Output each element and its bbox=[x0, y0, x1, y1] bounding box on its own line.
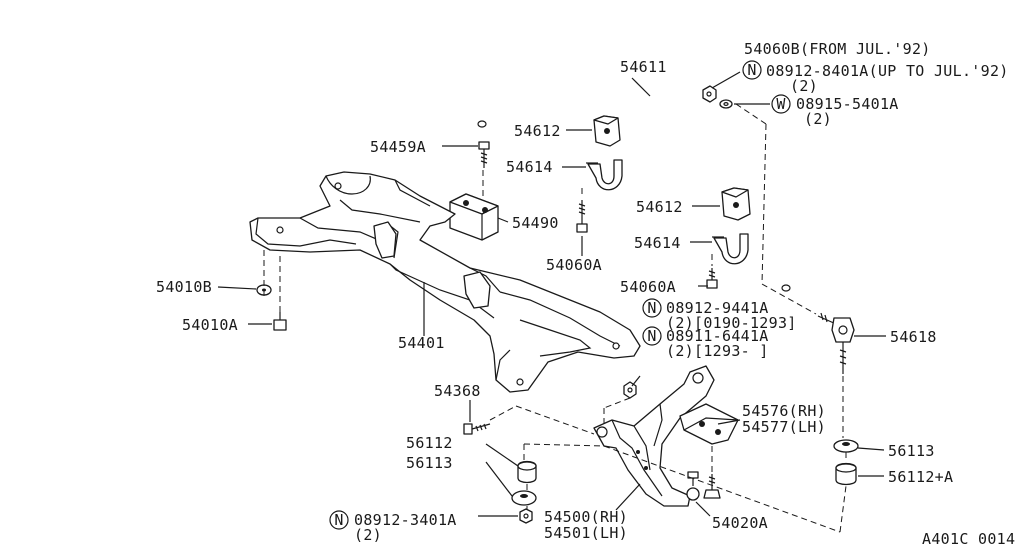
label-08915-5401A: 08915-5401A bbox=[796, 95, 899, 113]
nut-54060B bbox=[702, 85, 717, 103]
label-56113-right: 56113 bbox=[888, 442, 935, 460]
label-08915-5401A-qty: (2) bbox=[804, 110, 832, 128]
ball-joint-54020A bbox=[686, 471, 700, 501]
bolt-54020A bbox=[703, 474, 721, 499]
clamp-54614-lower bbox=[712, 233, 749, 265]
label-54577: 54577(LH) bbox=[742, 418, 826, 436]
label-54612-upper: 54612 bbox=[514, 122, 561, 140]
bolt-54060A-upper bbox=[576, 200, 588, 233]
bushing-54612-lower bbox=[721, 187, 751, 221]
label-54060A-lower: 54060A bbox=[620, 278, 676, 296]
svg-text:N: N bbox=[647, 327, 656, 345]
bolt-54368 bbox=[463, 423, 491, 435]
bracket-54576 bbox=[679, 403, 739, 445]
label-54614-upper: 54614 bbox=[506, 158, 553, 176]
label-54401: 54401 bbox=[398, 334, 445, 352]
part-labels: 54060B(FROM JUL.'92) 08912-8401A(UP TO J… bbox=[156, 40, 1015, 548]
assembly-lines bbox=[263, 103, 847, 533]
bushing-54612-upper bbox=[593, 115, 621, 147]
label-54020A: 54020A bbox=[712, 514, 768, 532]
nut-marker-08912-8401A: N bbox=[742, 60, 762, 80]
label-08911-6441A-qty: (2)[1293- ] bbox=[666, 342, 769, 360]
label-54576: 54576(RH) bbox=[742, 402, 826, 420]
svg-text:W: W bbox=[776, 95, 786, 113]
label-54611: 54611 bbox=[620, 58, 667, 76]
label-08912-9441A: 08912-9441A bbox=[666, 299, 769, 317]
label-56112: 56112 bbox=[406, 434, 453, 452]
label-08912-3401A-qty: (2) bbox=[354, 526, 382, 544]
washer-marker-08915-5401A: W bbox=[771, 94, 791, 114]
bushing-56113-right bbox=[833, 439, 859, 453]
stabilizer-link-54618 bbox=[817, 312, 855, 374]
nut-marker-08912-9441A: N bbox=[642, 298, 662, 318]
label-08912-8401A: 08912-8401A(UP TO JUL.'92) bbox=[766, 62, 1009, 80]
label-54501: 54501(LH) bbox=[544, 524, 628, 542]
nut-marker-08912-3401A: N bbox=[329, 510, 349, 530]
crossmember-54401 bbox=[249, 171, 641, 393]
bolt-54459A bbox=[478, 141, 490, 168]
lower-arm-54500 bbox=[593, 365, 715, 507]
label-54010B: 54010B bbox=[156, 278, 212, 296]
label-08912-9441A-qty: (2)[0190-1293] bbox=[666, 314, 797, 332]
label-54060A-upper: 54060A bbox=[546, 256, 602, 274]
label-56113-left: 56113 bbox=[406, 454, 453, 472]
bushing-56113-left bbox=[511, 490, 537, 506]
label-54368: 54368 bbox=[434, 382, 481, 400]
label-08912-3401A: 08912-3401A bbox=[354, 511, 457, 529]
nut-marker-08911-6441A: N bbox=[642, 326, 662, 346]
washer-08915-5401A bbox=[719, 99, 733, 109]
svg-text:N: N bbox=[747, 61, 756, 79]
label-54490: 54490 bbox=[512, 214, 559, 232]
label-08912-8401A-qty: (2) bbox=[790, 77, 818, 95]
label-08911-6441A: 08911-6441A bbox=[666, 327, 769, 345]
label-54459A: 54459A bbox=[370, 138, 426, 156]
bolt-54060A-lower bbox=[706, 268, 718, 289]
label-54500: 54500(RH) bbox=[544, 508, 628, 526]
diagram-code: A401C 0014 bbox=[922, 530, 1015, 548]
svg-text:N: N bbox=[647, 299, 656, 317]
bolt-54010A bbox=[273, 312, 287, 331]
bushing-56112-left bbox=[517, 460, 537, 484]
clamp-54614-upper bbox=[586, 159, 623, 191]
nut-08912-9441A bbox=[623, 381, 637, 399]
label-54614-lower: 54614 bbox=[634, 234, 681, 252]
label-54618: 54618 bbox=[890, 328, 937, 346]
label-54060B: 54060B(FROM JUL.'92) bbox=[744, 40, 931, 58]
bracket-54490 bbox=[449, 193, 499, 241]
label-56112A: 56112+A bbox=[888, 468, 953, 486]
nut-08912-3401A bbox=[519, 508, 533, 524]
leader-lines bbox=[217, 71, 886, 517]
stabilizer-bar bbox=[477, 77, 896, 292]
label-54612-lower: 54612 bbox=[636, 198, 683, 216]
bushing-56112A-right bbox=[835, 462, 857, 486]
svg-text:N: N bbox=[334, 511, 343, 529]
label-54010A: 54010A bbox=[182, 316, 238, 334]
